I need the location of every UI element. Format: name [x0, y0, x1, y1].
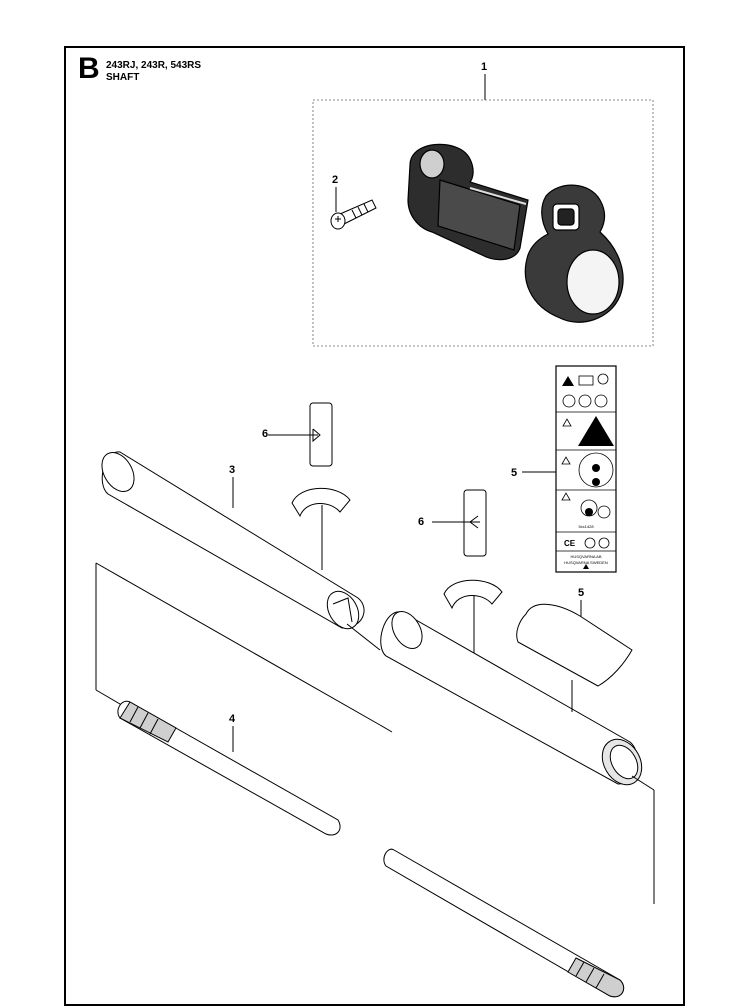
- handle-clamp-right: [524, 184, 624, 323]
- drawing-frame: [64, 46, 685, 1006]
- drive-shaft: [117, 700, 625, 998]
- callout-6-lower: 6: [418, 516, 425, 528]
- arrow-decal-upper: [268, 402, 333, 467]
- screw: [330, 199, 377, 230]
- shaft-sleeve: [516, 603, 633, 687]
- handle-clamp-left: [407, 143, 529, 261]
- warning-decal: 5xx1428 CE HUSQVARNA AB HUSQVARNA SWEDEN: [555, 365, 617, 573]
- decal-part-number: 5xx1428: [578, 524, 594, 529]
- section-letter: B: [78, 52, 100, 85]
- callout-5-decal: 5: [511, 467, 518, 479]
- decal-maker-line2: HUSQVARNA SWEDEN: [564, 560, 608, 565]
- callout-3: 3: [229, 464, 236, 476]
- callout-2: 2: [332, 174, 339, 186]
- callout-6-upper: 6: [262, 428, 269, 440]
- callout-5-sleeve: 5: [578, 587, 585, 599]
- lower-shaft-tube: [380, 611, 643, 786]
- arrow-decal-lower: [432, 489, 487, 557]
- curved-strip-lower: [443, 579, 503, 658]
- kit-boundary: [312, 99, 654, 347]
- ce-mark: CE: [564, 539, 576, 548]
- upper-shaft-tube: [101, 451, 365, 630]
- decal-maker-line1: HUSQVARNA AB: [570, 554, 601, 559]
- model-list: 243RJ, 243R, 543RS: [106, 60, 202, 71]
- section-title: SHAFT: [106, 72, 140, 83]
- callout-1: 1: [481, 61, 488, 73]
- curved-strip-upper: [291, 487, 351, 570]
- callout-4: 4: [229, 713, 236, 725]
